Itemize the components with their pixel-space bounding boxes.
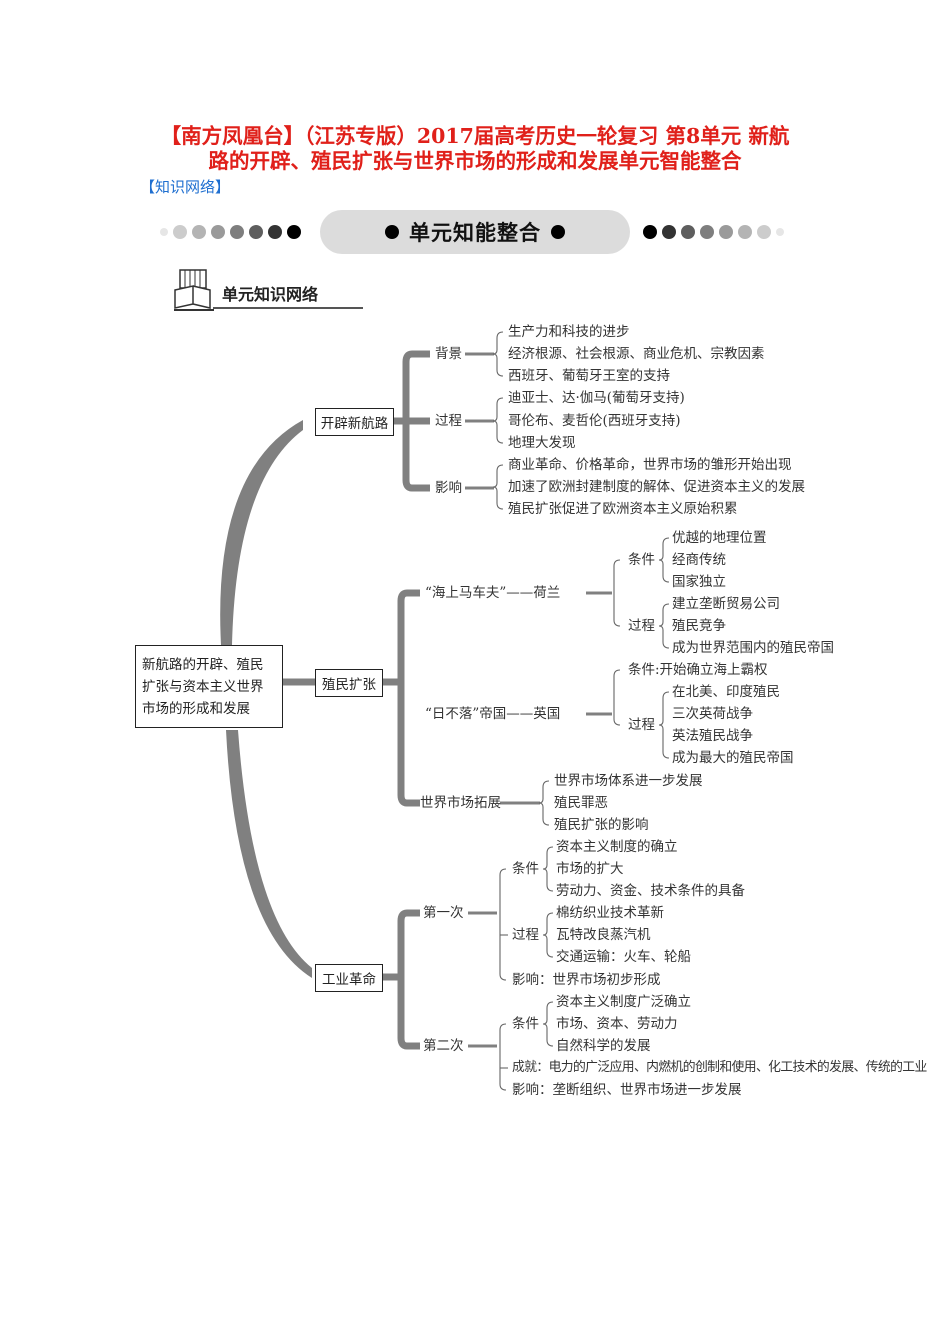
root-line: 新航路的开辟、殖民 <box>142 656 264 673</box>
list-item: 生产力和科技的进步 <box>508 324 630 340</box>
banner-title: 单元知能整合 <box>409 221 541 245</box>
root-line: 市场的形成和发展 <box>142 700 250 717</box>
decor-dots-left <box>160 225 301 239</box>
list-item: 迪亚士、达·伽马(葡萄牙支持) <box>508 390 685 406</box>
list-item: 地理大发现 <box>508 435 576 451</box>
brace <box>613 559 621 627</box>
brace <box>658 537 670 583</box>
label-condition: 条件:开始确立海上霸权 <box>628 662 768 678</box>
bracket <box>397 589 420 807</box>
label-impact: 影响：世界市场初步形成 <box>512 972 661 988</box>
brace <box>492 331 504 377</box>
dot-icon <box>385 225 399 239</box>
label-britain: “日不落”帝国——英国 <box>425 706 561 722</box>
arc-top <box>220 420 303 645</box>
list-item: 市场的扩大 <box>556 861 624 877</box>
list-item: 英法殖民战争 <box>672 728 753 744</box>
list-item: 市场、资本、劳动力 <box>556 1016 678 1032</box>
list-item: 交通运输：火车、轮船 <box>556 949 691 965</box>
list-item: 资本主义制度的确立 <box>556 839 678 855</box>
list-item: 加速了欧洲封建制度的解体、促进资本主义的发展 <box>508 479 805 495</box>
brace <box>499 1023 507 1091</box>
label-impact: 影响 <box>435 480 462 496</box>
label-condition: 条件 <box>628 552 655 568</box>
brace <box>492 464 504 510</box>
list-item: 在北美、印度殖民 <box>672 684 780 700</box>
list-item: 殖民扩张促进了欧洲资本主义原始积累 <box>508 501 738 517</box>
list-item: 商业革命、价格革命，世界市场的雏形开始出现 <box>508 457 792 473</box>
node-industrial-revolution: 工业革命 <box>315 964 383 992</box>
list-item: 自然科学的发展 <box>556 1038 651 1054</box>
list-item: 优越的地理位置 <box>672 530 767 546</box>
section-tag: 【知识网络】 <box>140 178 231 196</box>
node-colonial-expansion: 殖民扩张 <box>315 669 383 697</box>
label-condition: 条件 <box>512 861 539 877</box>
brace <box>658 603 670 649</box>
brace <box>658 691 670 759</box>
brace <box>542 912 554 958</box>
subheader-underline <box>213 307 363 309</box>
label-condition: 条件 <box>512 1016 539 1032</box>
list-item: 西班牙、葡萄牙王室的支持 <box>508 368 670 384</box>
list-item: 成为最大的殖民帝国 <box>672 750 794 766</box>
label-world-market: 世界市场拓展 <box>420 795 501 811</box>
brace <box>492 397 504 444</box>
label-first: 第一次 <box>423 905 464 921</box>
node-new-route: 开辟新航路 <box>315 408 394 436</box>
label-second: 第二次 <box>423 1038 464 1054</box>
brace <box>542 1001 554 1047</box>
list-item: 劳动力、资金、技术条件的具备 <box>556 883 745 899</box>
label-process: 过程 <box>435 413 462 429</box>
dot-icon <box>551 225 565 239</box>
list-item: 国家独立 <box>672 574 726 590</box>
root-node: 新航路的开辟、殖民 扩张与资本主义世界 市场的形成和发展 <box>135 645 283 728</box>
title-line-1: 【南方凤凰台】（江苏专版）2017届高考历史一轮复习 第8单元 新航 <box>160 124 790 148</box>
list-item: 经济根源、社会根源、商业危机、宗教因素 <box>508 346 765 362</box>
label-background: 背景 <box>435 346 462 362</box>
arc-bottom <box>226 730 312 978</box>
book-icon <box>174 269 214 311</box>
brace <box>499 868 507 981</box>
brace <box>538 780 550 826</box>
list-item: 世界市场体系进一步发展 <box>554 773 703 789</box>
brace <box>542 846 554 892</box>
label-achievement: 成就：电力的广泛应用、内燃机的创制和使用、化工技术的发展、传统的工业 <box>512 1060 927 1075</box>
list-item: 三次英荷战争 <box>672 706 753 722</box>
bracket <box>397 909 420 1050</box>
list-item: 建立垄断贸易公司 <box>672 596 780 612</box>
list-item: 棉纺织业技术革新 <box>556 905 664 921</box>
subheader: 单元知识网络 <box>222 285 319 304</box>
label-process: 过程 <box>512 927 539 943</box>
label-process: 过程 <box>628 618 655 634</box>
list-item: 殖民竞争 <box>672 618 726 634</box>
list-item: 哥伦布、麦哲伦(西班牙支持) <box>508 413 681 429</box>
label-netherlands: “海上马车夫”——荷兰 <box>425 585 561 601</box>
label-impact: 影响：垄断组织、世界市场进一步发展 <box>512 1082 742 1098</box>
brace <box>613 669 621 726</box>
decor-dots-right <box>643 225 784 239</box>
title-line-2: 路的开辟、殖民扩张与世界市场的形成和发展单元智能整合 <box>208 149 742 173</box>
root-line: 扩张与资本主义世界 <box>142 678 264 695</box>
list-item: 殖民扩张的影响 <box>554 817 649 833</box>
list-item: 瓦特改良蒸汽机 <box>556 927 651 943</box>
list-item: 经商传统 <box>672 552 726 568</box>
list-item: 资本主义制度广泛确立 <box>556 994 691 1010</box>
list-item: 成为世界范围内的殖民帝国 <box>672 640 834 656</box>
banner: 单元知能整合 <box>320 210 630 254</box>
label-process: 过程 <box>628 717 655 733</box>
list-item: 殖民罪恶 <box>554 795 608 811</box>
